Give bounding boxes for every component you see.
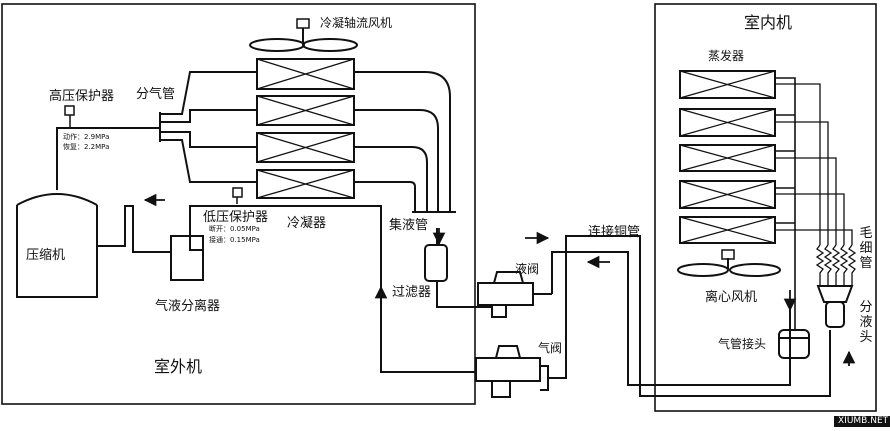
distributor-label: 分液头 <box>859 300 873 345</box>
liquid-valve-label: 液阀 <box>515 262 540 276</box>
outdoor-unit-boundary <box>1 3 476 405</box>
evaporator-coils <box>679 70 776 244</box>
capillary-tubes <box>775 83 857 286</box>
centrifugal-fan-label: 离心风机 <box>705 290 758 305</box>
compressor-shape <box>16 193 98 298</box>
centrifugal-fan-icon <box>677 249 781 277</box>
liquid-collector-label: 集液管 <box>389 218 429 233</box>
axial-fan-label: 冷凝轴流风机 <box>320 16 393 30</box>
liquid-valve-icon <box>477 271 552 318</box>
connecting-pipe-label: 连接铜管 <box>588 225 641 240</box>
separator-label: 气液分离器 <box>155 299 221 314</box>
outdoor-unit-label: 室外机 <box>154 357 203 376</box>
lp-off-value: 断开：0.05MPa <box>209 225 260 233</box>
filter-shape <box>424 244 448 282</box>
distributor-icon <box>816 285 854 328</box>
compressor-label: 压缩机 <box>26 248 66 263</box>
axial-fan-icon <box>249 18 358 52</box>
low-pressure-protector-label: 低压保护器 <box>203 210 269 225</box>
capillary-tube-label: 毛细管 <box>859 226 873 271</box>
evaporator-label: 蒸发器 <box>708 49 745 63</box>
watermark-text: XIUMB.NET <box>834 416 890 427</box>
low-pressure-switch-icon <box>232 187 243 198</box>
separator-shape <box>170 235 204 281</box>
condenser-label: 冷凝器 <box>287 216 327 231</box>
high-pressure-switch-icon <box>64 105 75 116</box>
condenser-coils <box>256 58 355 199</box>
lp-on-value: 接通：0.15MPa <box>209 236 260 244</box>
indoor-unit-label: 室内机 <box>744 13 793 32</box>
hp-action-value: 动作：2.9MPa <box>63 133 110 141</box>
discharge-pipe <box>56 127 160 190</box>
filter-label: 过滤器 <box>392 285 432 300</box>
gas-valve-label: 气阀 <box>538 341 563 355</box>
gas-joint-icon <box>778 329 810 359</box>
high-pressure-protector-label: 高压保护器 <box>49 89 115 104</box>
indoor-unit-boundary <box>654 3 877 412</box>
hp-reset-value: 恢复：2.2MPa <box>63 143 110 151</box>
gas-distribution-pipe-label: 分气管 <box>136 87 176 102</box>
gas-pipe-joint-label: 气管接头 <box>718 337 767 351</box>
